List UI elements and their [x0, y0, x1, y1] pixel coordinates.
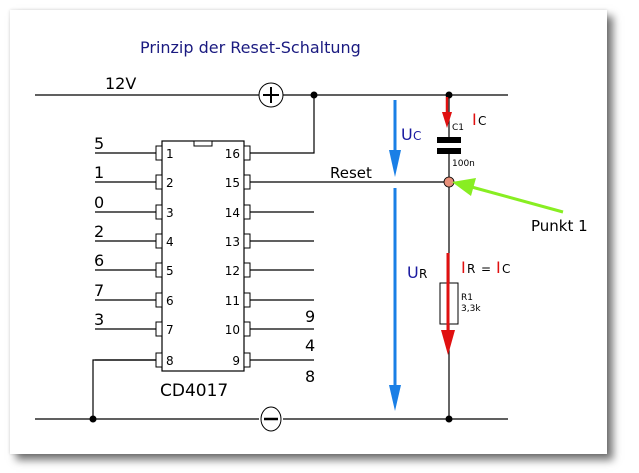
ic-subscript-2: C [502, 262, 510, 276]
output-label: 5 [94, 134, 104, 153]
current-arrow-ir [441, 253, 455, 355]
pin-stub [243, 204, 251, 220]
output-label: 6 [94, 251, 104, 270]
chip-notch [193, 140, 213, 147]
voltage-label: 12V [105, 74, 136, 93]
pin-stub [243, 233, 251, 249]
pin-stub [243, 174, 251, 190]
current-arrow-ic [442, 97, 452, 128]
resistor-name: R1 [461, 293, 473, 303]
pin-stub [243, 321, 251, 337]
minus-terminal-icon [260, 406, 282, 432]
capacitor-plate [437, 137, 461, 143]
pin-stub [155, 174, 163, 190]
output-label: 4 [305, 336, 315, 355]
diagram-title: Prinzip der Reset-Schaltung [140, 38, 361, 57]
pin-stub [243, 292, 251, 308]
pin-number: 2 [166, 176, 174, 190]
vdd-wire [250, 95, 315, 154]
pin-number: 13 [225, 235, 240, 249]
ic-symbol-2: I [496, 258, 501, 277]
output-label: 3 [94, 310, 104, 329]
ur-subscript: R [419, 267, 427, 281]
pin-stub [243, 262, 251, 278]
pin-stub [155, 204, 163, 220]
pin-number: 3 [166, 206, 174, 220]
pin-stub [243, 145, 251, 161]
pin-stub [243, 352, 251, 368]
plus-terminal-icon [258, 82, 284, 108]
pin-stub [155, 233, 163, 249]
resistor-value: 3,3k [461, 304, 481, 314]
output-label: 0 [94, 193, 104, 212]
voltage-arrow-uc [389, 100, 401, 177]
pin-number: 4 [166, 235, 174, 249]
output-label: 9 [305, 307, 315, 326]
capacitor-value: 100n [452, 159, 475, 169]
pin-number: 10 [225, 323, 240, 337]
pointer-arrow [452, 178, 564, 214]
pin-number: 11 [225, 294, 240, 308]
output-label: 8 [305, 367, 315, 386]
pin-number: 16 [225, 147, 240, 161]
pin-number: 5 [166, 264, 174, 278]
chip-name: CD4017 [160, 381, 228, 401]
capacitor-plate [437, 148, 461, 154]
pin-number: 7 [166, 323, 174, 337]
chip-body [161, 140, 245, 372]
voltage-arrow-ur [389, 188, 401, 411]
pin-number: 8 [166, 354, 174, 368]
equals-sign: = [481, 262, 491, 276]
capacitor-name: C1 [452, 123, 464, 133]
pin-stub [155, 352, 163, 368]
point-1-label: Punkt 1 [531, 217, 588, 235]
uc-symbol: U [401, 125, 413, 144]
vss-wire [92, 359, 156, 419]
pin-number: 1 [166, 147, 174, 161]
ir-symbol: I [461, 258, 466, 277]
pin-stub [155, 145, 163, 161]
pin-stub [155, 321, 163, 337]
output-label: 1 [94, 163, 104, 182]
pin-number: 12 [225, 264, 240, 278]
pin-number: 6 [166, 294, 174, 308]
ic-symbol: I [472, 110, 477, 129]
ic-subscript: C [478, 114, 486, 128]
pin-stub [155, 292, 163, 308]
reset-label: Reset [330, 164, 372, 182]
pin-stub [155, 262, 163, 278]
pin-number: 15 [225, 176, 240, 190]
output-label: 2 [94, 222, 104, 241]
pin-number: 9 [232, 354, 240, 368]
pin-number: 14 [225, 206, 240, 220]
schematic-card [10, 10, 607, 454]
uc-subscript: C [413, 129, 421, 143]
ur-symbol: U [407, 263, 419, 282]
output-label: 7 [94, 281, 104, 300]
ir-subscript: R [467, 262, 475, 276]
